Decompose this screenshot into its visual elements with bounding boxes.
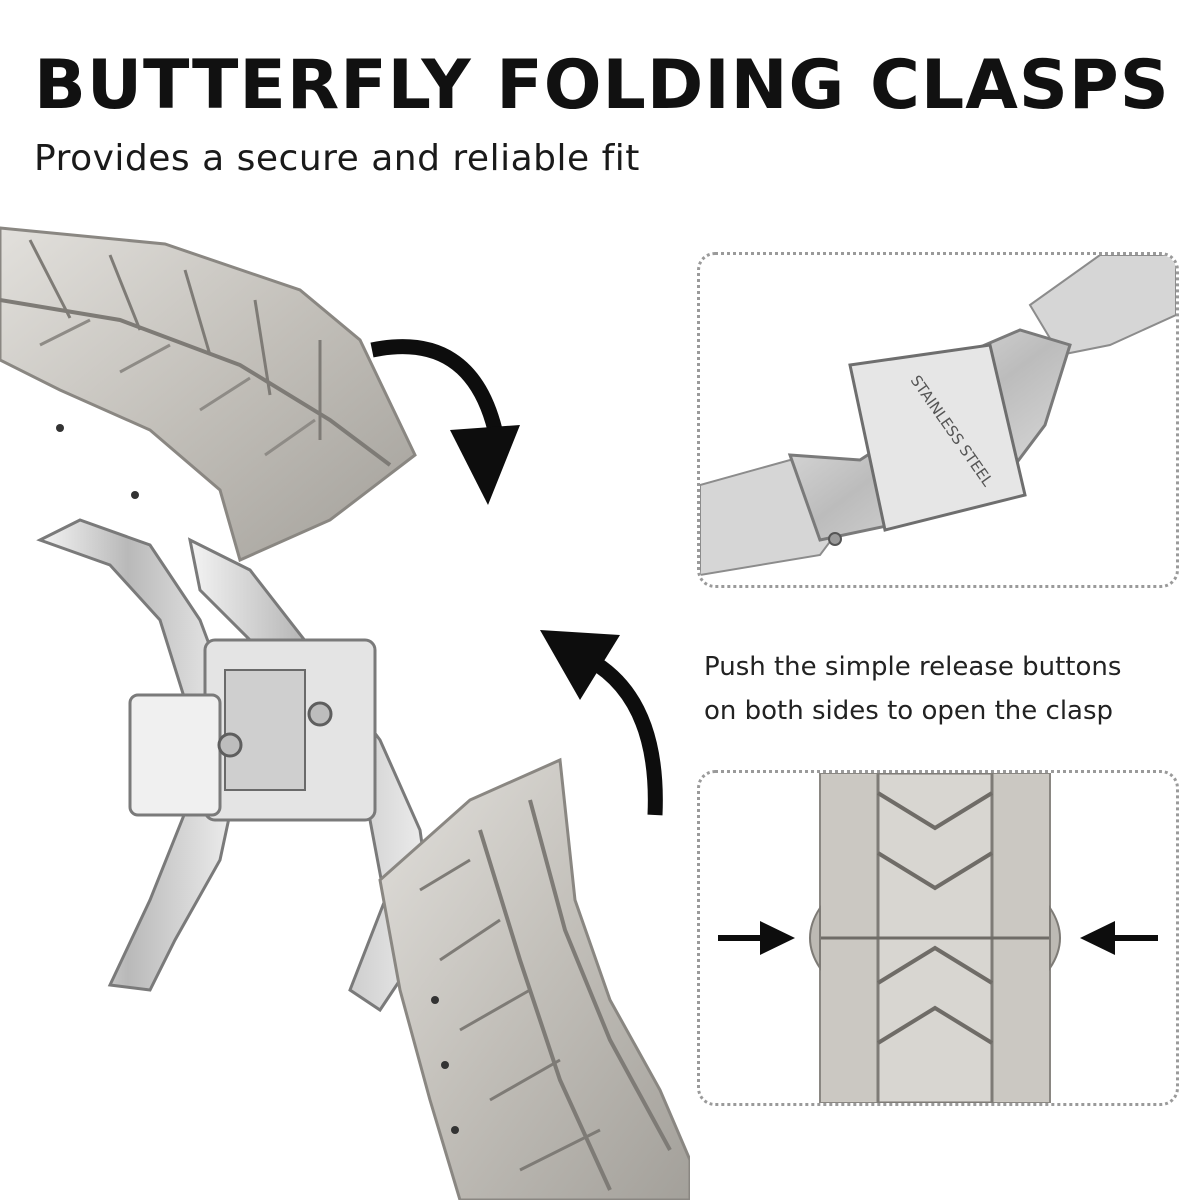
headline: BUTTERFLY FOLDING CLASPS (34, 46, 1170, 125)
curved-arrow-down-icon (370, 339, 520, 505)
release-instructions: Push the simple release buttons on both … (704, 645, 1174, 733)
clasp-closeup-inset: STAINLESS STEEL (697, 252, 1179, 588)
press-arrow-left-icon (718, 921, 795, 955)
upper-band-segment (0, 226, 417, 572)
lower-band-segment (378, 757, 690, 1200)
closed-clasp-illustration: STAINLESS STEEL (700, 255, 1176, 577)
release-buttons-illustration (718, 773, 1158, 1103)
curved-arrow-up-icon (540, 630, 663, 816)
caption-line-2: on both sides to open the clasp (704, 696, 1114, 726)
caption-line-1: Push the simple release buttons (704, 652, 1122, 682)
press-arrow-right-icon (1080, 921, 1158, 955)
butterfly-clasp (36, 518, 432, 1013)
release-buttons-inset (697, 770, 1179, 1106)
band-open-clasp-illustration (0, 226, 690, 1200)
subheadline: Provides a secure and reliable fit (34, 138, 640, 179)
